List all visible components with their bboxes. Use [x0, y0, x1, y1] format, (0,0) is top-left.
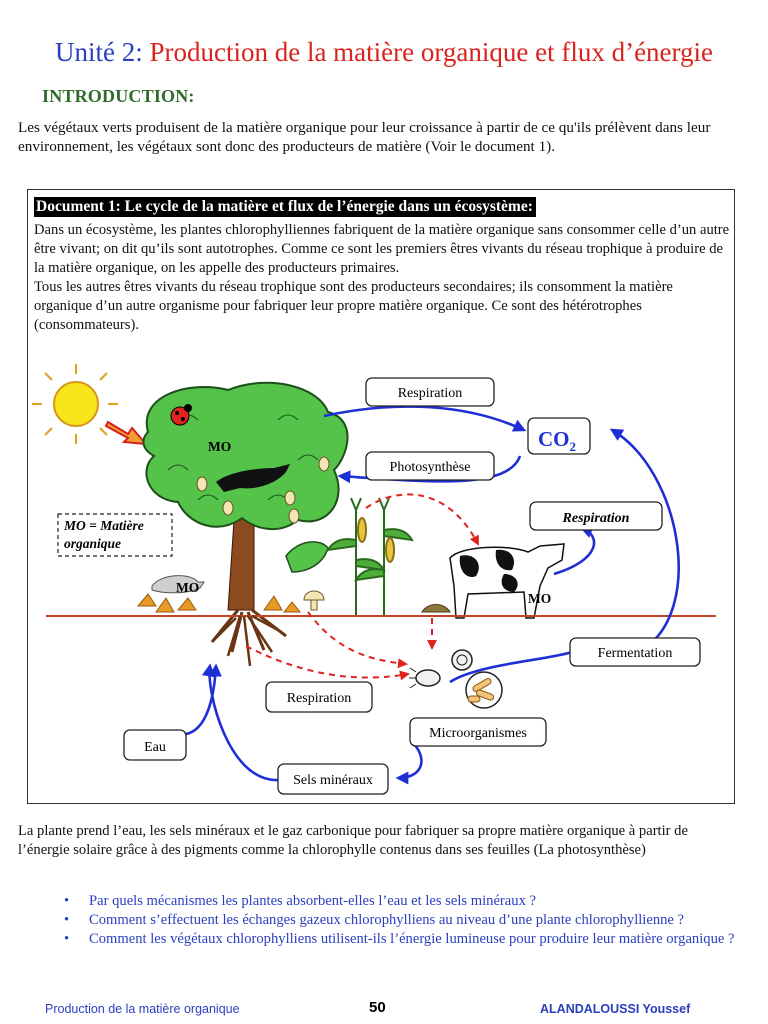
svg-text:CO2: CO2 [538, 427, 576, 454]
organic-matter-transfer-arrows [245, 493, 479, 681]
mushroom-icon [303, 590, 325, 611]
co2-subscript: 2 [570, 439, 577, 454]
ladybug-icon [170, 404, 192, 426]
photosynthese-box: Photosynthèse [365, 451, 495, 481]
document-1-text: Dans un écosystème, les plantes chloroph… [34, 221, 730, 335]
document-1-frame [27, 189, 735, 804]
respiration-right-label: Respiration [562, 511, 630, 526]
blackbird-icon [216, 464, 290, 492]
mo-legend-line-1: MO = Matière [63, 518, 144, 533]
footer-page-number: 50 [369, 999, 386, 1016]
mo-cow-label: MO [528, 591, 551, 606]
microorganismes-label: Microorganismes [429, 726, 527, 741]
question-list: Par quels mécanismes les plantes absorbe… [64, 892, 744, 949]
sun-icon [32, 364, 118, 444]
fermentation-label: Fermentation [598, 646, 673, 661]
respiration-top-label: Respiration [398, 386, 463, 401]
question-item: Par quels mécanismes les plantes absorbe… [64, 892, 744, 911]
footer-chapter: Production de la matière organique [45, 1002, 240, 1016]
respiration-bottom-box: Respiration [265, 681, 373, 713]
question-item: Comment s’effectuent les échanges gazeux… [64, 911, 744, 930]
co2-label: CO [538, 427, 570, 451]
oak-leaf-icon [285, 541, 329, 573]
introduction-heading: INTRODUCTION: [42, 86, 195, 106]
page-title: Unité 2: Production de la matière organi… [0, 36, 768, 68]
light-arrow-icon [104, 420, 149, 446]
mo-legend-box: MO = Matière organique [57, 513, 173, 557]
mo-legend-line-2: organique [64, 536, 121, 551]
ecosystem-cycle-diagram: Respiration Photosynthèse CO2 Respiratio… [32, 364, 716, 795]
microorganisms-icon [409, 649, 503, 709]
fermentation-box: Fermentation [569, 637, 701, 667]
rodent-icon [151, 575, 205, 594]
document-1-paragraph-1: Dans un écosystème, les plantes chloroph… [34, 222, 730, 276]
question-item: Comment les végétaux chlorophylliens uti… [64, 930, 744, 949]
roots-icon [213, 614, 279, 667]
microorganismes-box: Microorganismes [409, 717, 547, 747]
tree-icon [142, 381, 349, 653]
photosynthese-label: Photosynthèse [390, 460, 471, 475]
unit-label: Unité 2: [54, 37, 143, 67]
photosynthesis-summary: La plante prend l’eau, les sels minéraux… [18, 823, 688, 858]
sels-mineraux-box: Sels minéraux [277, 763, 389, 795]
co2-box: CO2 [527, 417, 591, 455]
eau-box: Eau [123, 729, 187, 761]
unit-title: Production de la matière organique et fl… [149, 37, 714, 67]
mo-tree-label: MO [208, 439, 231, 454]
mo-ground-label: MO [176, 580, 199, 595]
introduction-text: Les végétaux verts produisent de la mati… [18, 119, 711, 155]
sels-mineraux-label: Sels minéraux [293, 773, 373, 788]
respiration-right-box: Respiration [529, 501, 663, 531]
maize-plants-icon [326, 497, 414, 616]
respiration-bottom-label: Respiration [287, 691, 352, 706]
document-1-heading: Document 1: Le cycle de la matière et fl… [34, 197, 536, 217]
dead-leaves-icon [136, 593, 302, 613]
respiration-top-box: Respiration [365, 377, 495, 407]
document-1-paragraph-2: Tous les autres êtres vivants du réseau … [34, 279, 673, 333]
cow-icon [449, 543, 565, 619]
eau-label: Eau [144, 740, 166, 755]
dung-icon [421, 604, 451, 613]
footer-author: ALANDALOUSSI Youssef [540, 1002, 691, 1016]
